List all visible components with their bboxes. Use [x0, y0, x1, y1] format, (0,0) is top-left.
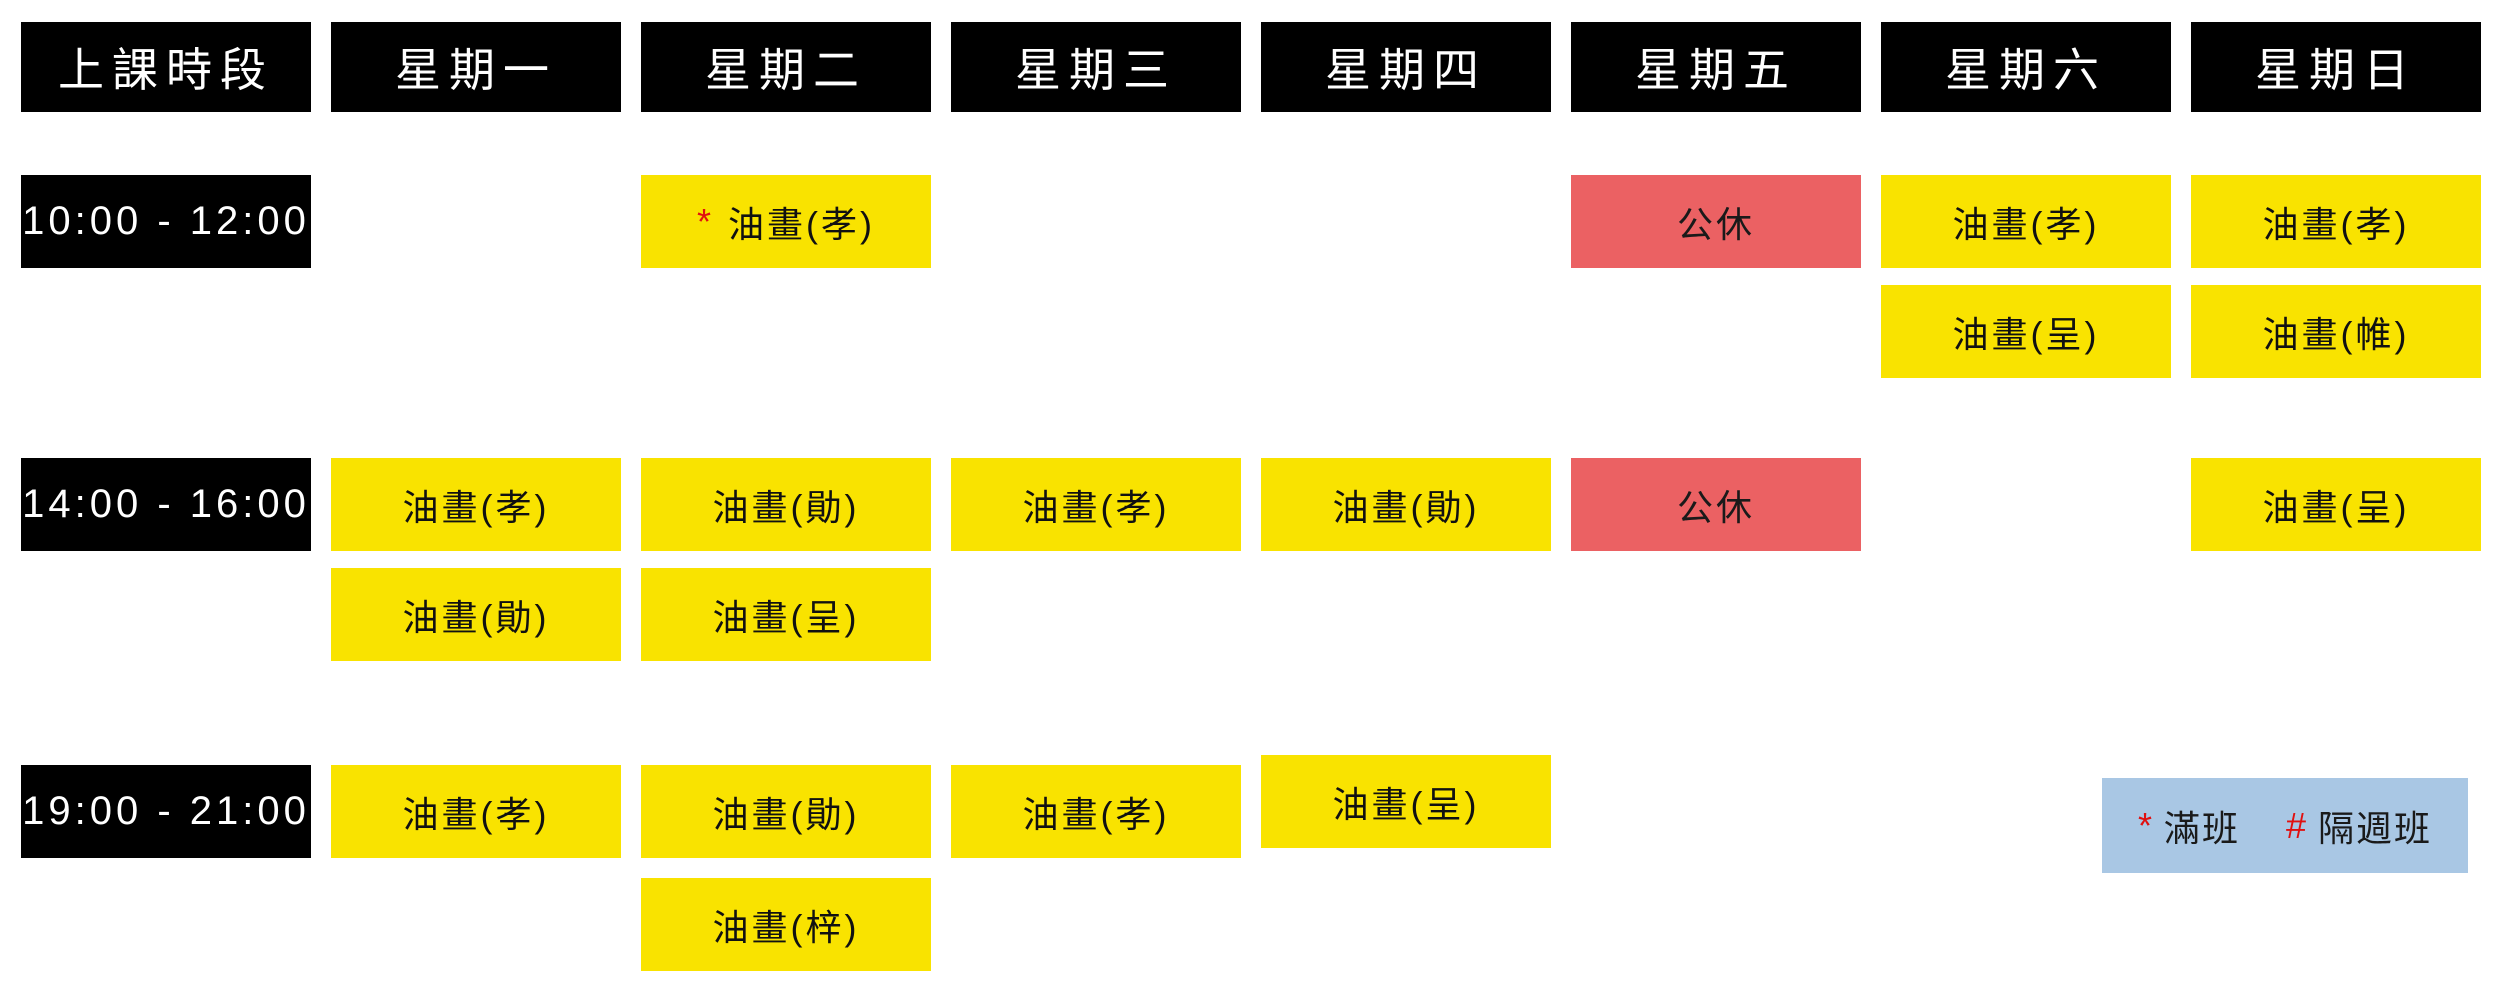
class-cell-sat-morning-1: 油畫(孝)	[1881, 175, 2171, 268]
time-slot-morning: 10:00 - 12:00	[21, 175, 311, 268]
class-cell-tue-evening-1: 油畫(勛)	[641, 765, 931, 858]
full-class-marker: *	[2137, 804, 2154, 846]
class-cell-sun-morning-1: 油畫(孝)	[2191, 175, 2481, 268]
class-cell-thu-evening: 油畫(呈)	[1261, 755, 1551, 848]
class-cell-tue-afternoon-1: 油畫(勛)	[641, 458, 931, 551]
header-cell-saturday: 星期六	[1881, 22, 2171, 112]
class-cell-sun-morning-2: 油畫(帷)	[2191, 285, 2481, 378]
class-cell-sat-morning-2: 油畫(呈)	[1881, 285, 2171, 378]
header-cell-sunday: 星期日	[2191, 22, 2481, 112]
class-cell-tue-morning: * 油畫(孝)	[641, 175, 931, 268]
full-class-marker: *	[697, 200, 715, 242]
header-cell-thursday: 星期四	[1261, 22, 1551, 112]
class-cell-sun-afternoon: 油畫(呈)	[2191, 458, 2481, 551]
time-slot-evening: 19:00 - 21:00	[21, 765, 311, 858]
class-cell-mon-afternoon-2: 油畫(勛)	[331, 568, 621, 661]
legend-box: * 滿班 # 隔週班	[2102, 778, 2468, 873]
class-cell-mon-afternoon-1: 油畫(孝)	[331, 458, 621, 551]
header-cell-monday: 星期一	[331, 22, 621, 112]
class-cell-wed-afternoon: 油畫(孝)	[951, 458, 1241, 551]
class-cell-tue-afternoon-2: 油畫(呈)	[641, 568, 931, 661]
header-cell-tuesday: 星期二	[641, 22, 931, 112]
full-class-label: 滿班	[2163, 807, 2240, 849]
class-cell-wed-evening: 油畫(孝)	[951, 765, 1241, 858]
class-cell-tue-evening-2: 油畫(梓)	[641, 878, 931, 971]
header-cell-wednesday: 星期三	[951, 22, 1241, 112]
header-cell-time-column: 上課時段	[21, 22, 311, 112]
header-cell-friday: 星期五	[1571, 22, 1861, 112]
biweekly-class-label: 隔週班	[2318, 807, 2433, 849]
class-cell-mon-evening: 油畫(孝)	[331, 765, 621, 858]
time-slot-afternoon: 14:00 - 16:00	[21, 458, 311, 551]
biweekly-class-marker: #	[2285, 804, 2309, 846]
closed-cell-fri-morning: 公休	[1571, 175, 1861, 268]
class-label: 油畫(孝)	[728, 203, 875, 245]
class-cell-thu-afternoon: 油畫(勛)	[1261, 458, 1551, 551]
closed-cell-fri-afternoon: 公休	[1571, 458, 1861, 551]
